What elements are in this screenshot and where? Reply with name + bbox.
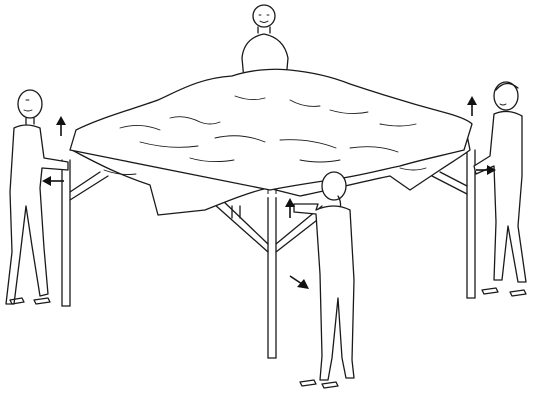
arrow-up-right-person (467, 96, 477, 116)
arrow-diagonal-front-person (289, 275, 309, 289)
person-back (241, 4, 289, 81)
person-left (5, 89, 69, 305)
arrow-left-left-person (42, 176, 64, 186)
arrow-right-right-person (476, 165, 496, 175)
canopy-fabric (69, 68, 473, 236)
arrow-up-front-person (285, 198, 295, 218)
person-front (293, 171, 355, 389)
person-right (473, 81, 527, 297)
arrow-up-left-person (56, 116, 66, 136)
